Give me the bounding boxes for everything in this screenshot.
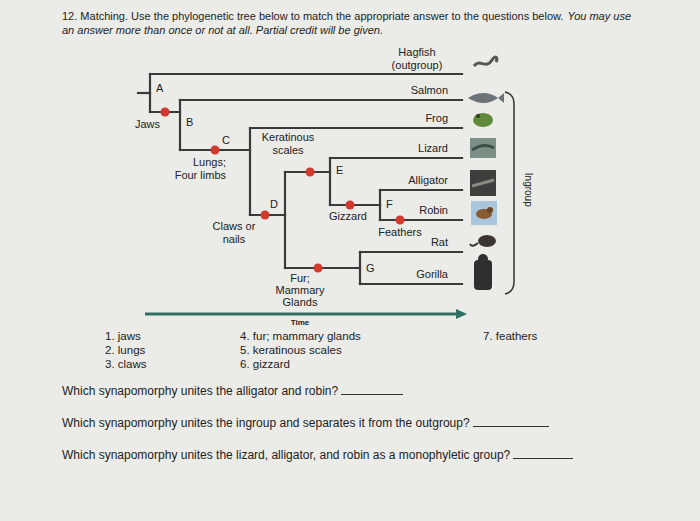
trait-label: Fur; Mammary Glands: [272, 272, 328, 308]
trait-dots: [161, 108, 405, 273]
node-letter: F: [386, 198, 393, 211]
answer-blank: [513, 448, 573, 459]
node-letter: A: [156, 82, 163, 95]
axis-label: Time: [291, 318, 310, 327]
answer-choice: 2. lungs: [105, 344, 145, 357]
node-letter: B: [186, 116, 193, 129]
taxon-label: Alligator: [408, 174, 448, 187]
answer-choice: 1. jaws: [105, 330, 141, 343]
question-heading: 12. Matching. Use the phylogenetic tree …: [62, 9, 642, 38]
answer-choice: 6. gizzard: [240, 358, 290, 371]
bracket-label: Ingroup: [522, 173, 534, 207]
question-line: Which synapomorphy unites the lizard, al…: [62, 448, 573, 462]
trait-label: Feathers: [378, 226, 421, 239]
answer-choice: 3. claws: [105, 358, 147, 371]
answer-choice: 5. keratinous scales: [240, 344, 342, 357]
node-letter: D: [270, 198, 278, 211]
answer-choice: 7. feathers: [483, 330, 537, 343]
answer-blank: [341, 384, 403, 395]
taxon-label: Robin: [419, 204, 448, 217]
trait-label: Gizzard: [329, 210, 367, 223]
animal-pictures: [468, 57, 504, 290]
question-text: Which synapomorphy unites the ingroup an…: [62, 416, 470, 430]
taxon-label: Frog: [425, 112, 448, 125]
trait-label: Lungs; Four limbs: [168, 156, 226, 181]
trait-label: Jaws: [135, 118, 160, 131]
question-title: 12. Matching. Use the phylogenetic tree …: [62, 10, 563, 22]
question-line: Which synapomorphy unites the ingroup an…: [62, 416, 549, 430]
taxon-label: Hagfish (outgroup): [386, 46, 448, 71]
question-line: Which synapomorphy unites the alligator …: [62, 384, 403, 398]
taxon-label: Salmon: [411, 84, 448, 97]
ingroup-bracket: [505, 92, 514, 294]
question-text: Which synapomorphy unites the lizard, al…: [62, 448, 510, 462]
taxon-label: Lizard: [418, 142, 448, 155]
answer-blank: [473, 416, 549, 427]
node-letter: E: [336, 164, 343, 177]
taxon-label: Gorilla: [416, 268, 448, 281]
taxon-label: Rat: [431, 236, 448, 249]
tree-branches: [138, 74, 462, 284]
node-letter: G: [366, 262, 375, 275]
time-arrow: [145, 309, 467, 319]
trait-label: Claws or nails: [208, 220, 260, 245]
node-letter: C: [222, 134, 230, 147]
answer-choice: 4. fur; mammary glands: [240, 330, 361, 343]
trait-label: Keratinous scales: [257, 131, 319, 156]
question-text: Which synapomorphy unites the alligator …: [62, 384, 338, 398]
